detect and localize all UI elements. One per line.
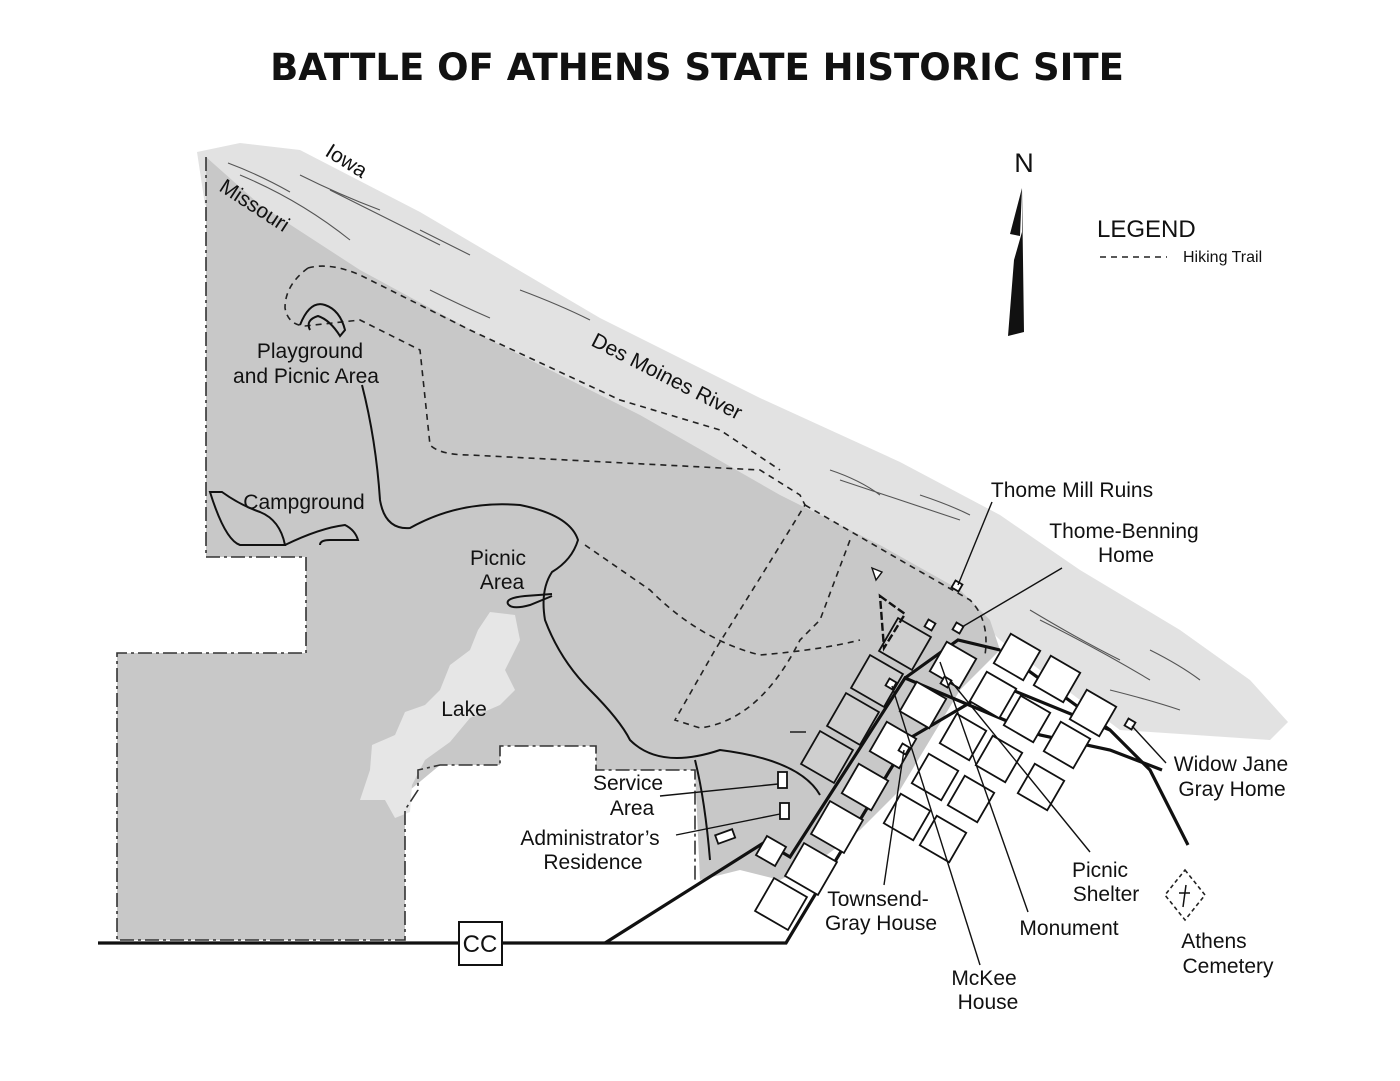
svg-text:Gray Home: Gray Home [1178, 778, 1285, 801]
label-playground: Playground and Picnic Area [233, 340, 379, 388]
town-blocks [753, 616, 1118, 932]
label-thome-benning-home: Thome-Benning Home [1049, 520, 1198, 567]
label-picnic-area: Picnic Area [470, 547, 526, 594]
svg-text:Playground: Playground [257, 340, 363, 363]
north-label: N [1014, 148, 1034, 178]
legend-hiking-trail-label: Hiking Trail [1183, 249, 1262, 266]
leader-lines [659, 501, 1167, 966]
label-campground: Campground [243, 491, 364, 514]
svg-text:Gray House: Gray House [825, 912, 937, 935]
label-thome-mill-ruins: Thome Mill Ruins [991, 479, 1153, 502]
legend: LEGEND Hiking Trail [1097, 216, 1262, 266]
svg-text:Picnic: Picnic [1072, 859, 1128, 882]
svg-text:Area: Area [610, 797, 655, 820]
lake [360, 612, 520, 818]
svg-text:Townsend-: Townsend- [827, 888, 929, 911]
route-cc-shield: CC [458, 921, 503, 966]
north-arrow: N [1008, 148, 1034, 336]
label-monument: Monument [1019, 917, 1118, 940]
label-townsend-gray-house: Townsend- Gray House [825, 888, 937, 935]
svg-text:Administrator’s: Administrator’s [520, 827, 659, 850]
label-mckee-house: McKee House [951, 967, 1018, 1014]
svg-text:Thome-Benning: Thome-Benning [1049, 520, 1198, 543]
picnic-shelter-outline [878, 593, 907, 652]
label-service-area: Service Area [593, 772, 663, 820]
map-title: BATTLE OF ATHENS STATE HISTORIC SITE [270, 46, 1124, 89]
label-widow-jane-gray-home: Widow Jane Gray Home [1174, 753, 1288, 801]
svg-text:Area: Area [480, 571, 525, 594]
label-picnic-shelter: Picnic Shelter [1072, 859, 1139, 906]
legend-heading: LEGEND [1097, 216, 1196, 243]
svg-text:Picnic: Picnic [470, 547, 526, 570]
lake-label: Lake [441, 698, 487, 721]
svg-text:Residence: Residence [543, 851, 642, 874]
park-paths [208, 303, 821, 861]
label-athens-cemetery: Athens Cemetery [1181, 930, 1274, 978]
park-boundary [116, 157, 696, 941]
park-land [117, 157, 1000, 940]
des-moines-river [197, 143, 1288, 740]
svg-text:Athens: Athens [1181, 930, 1246, 953]
svg-text:Shelter: Shelter [1073, 883, 1140, 906]
site-markers [777, 566, 1137, 820]
monument-marker [870, 566, 884, 582]
route-cc-label: CC [463, 931, 498, 958]
hiking-trails [284, 265, 987, 729]
label-administrators-residence: Administrator’s Residence [520, 827, 659, 874]
river-ripples [227, 162, 1201, 711]
athens-cemetery [1163, 868, 1207, 922]
svg-text:Home: Home [1098, 544, 1154, 567]
svg-text:and Picnic Area: and Picnic Area [233, 365, 379, 388]
svg-text:Service: Service [593, 772, 663, 795]
svg-text:McKee: McKee [951, 967, 1016, 990]
svg-text:Widow Jane: Widow Jane [1174, 753, 1288, 776]
svg-text:House: House [958, 991, 1019, 1014]
svg-text:Cemetery: Cemetery [1182, 955, 1274, 978]
